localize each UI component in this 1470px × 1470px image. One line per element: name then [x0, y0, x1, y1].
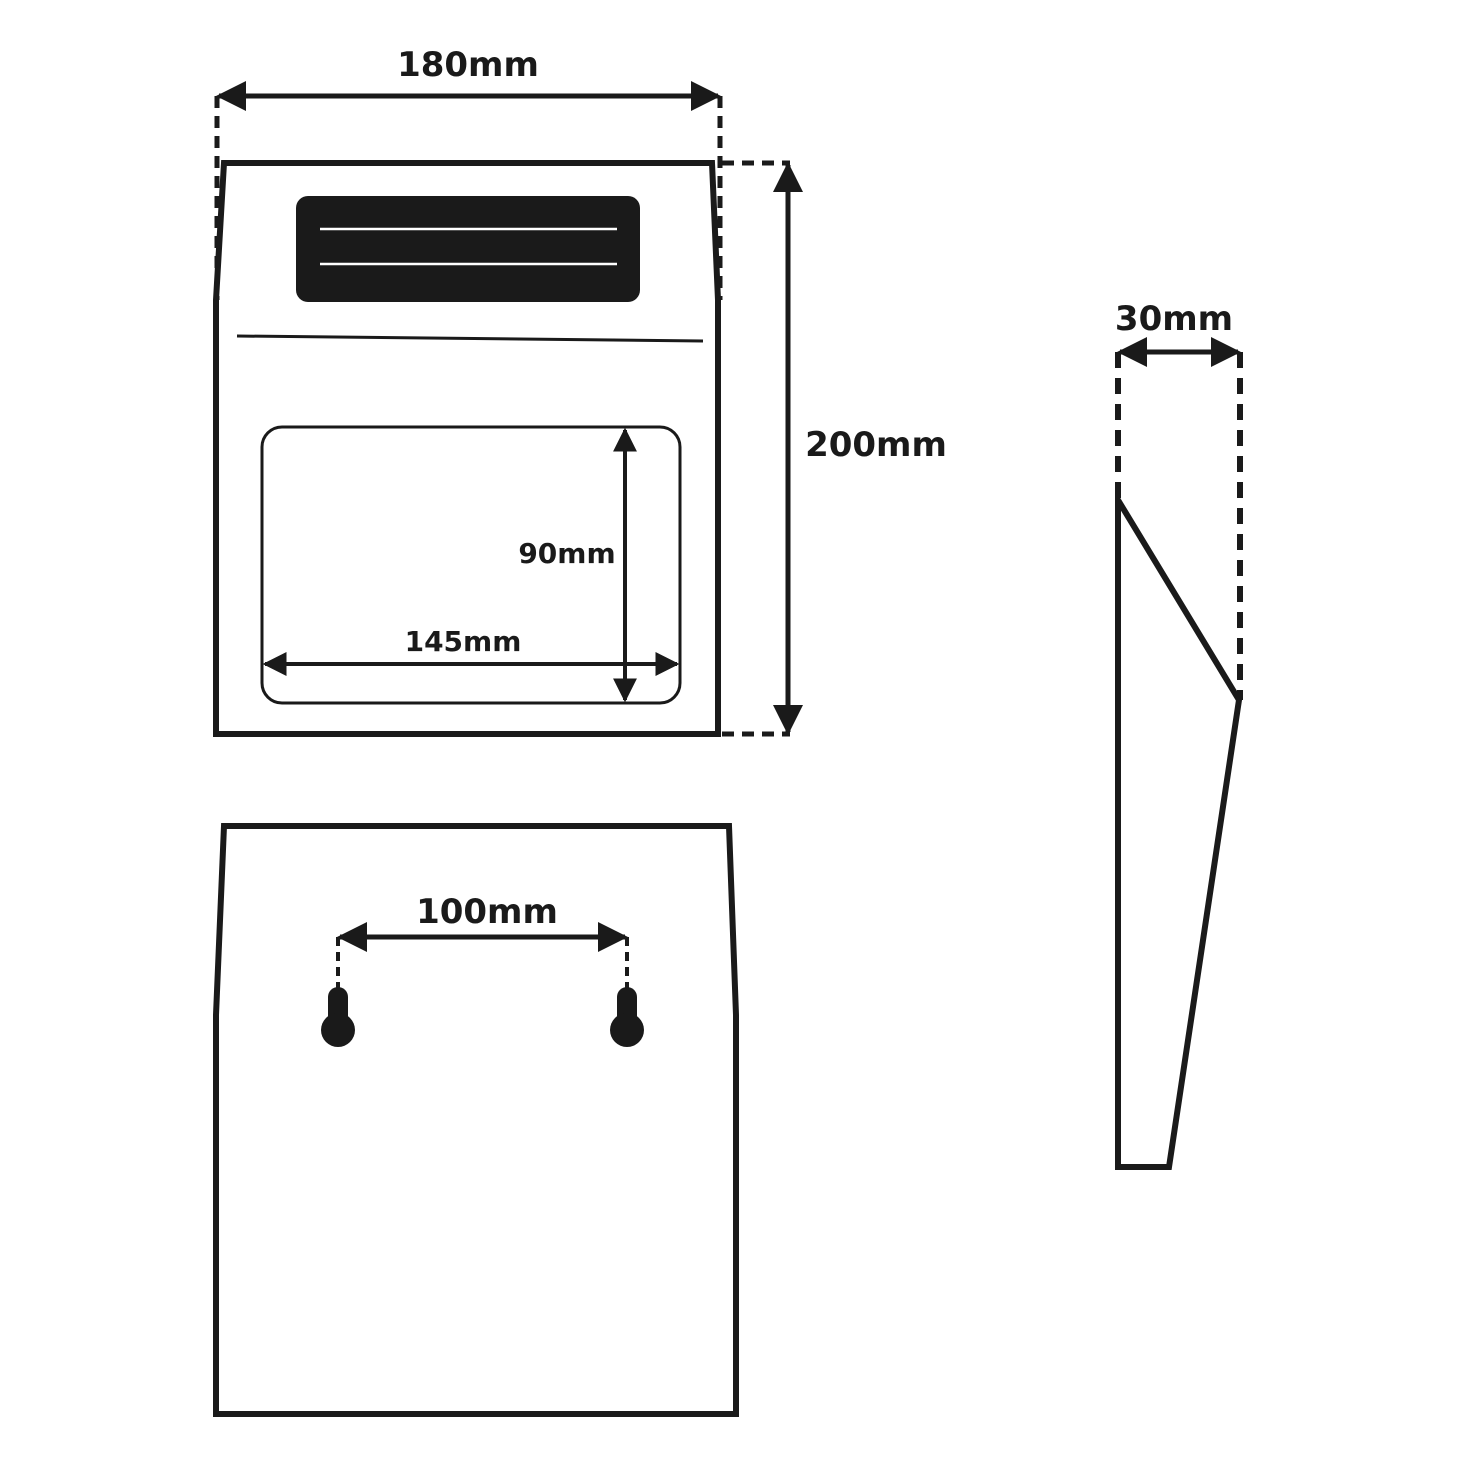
solar-panel [296, 196, 640, 302]
back-view: 100mm [213, 823, 739, 1417]
window-width-label: 145mm [405, 625, 522, 658]
front-view: 180mm 200mm 90mm 145mm [213, 45, 947, 737]
address-window [260, 425, 682, 705]
window-height-label: 90mm [518, 537, 615, 570]
keyhole-right [610, 987, 644, 1047]
back-body-outline [213, 823, 739, 1417]
keyhole-left [321, 987, 355, 1047]
mount-spacing-label: 100mm [416, 892, 558, 932]
side-depth-label: 30mm [1115, 299, 1233, 339]
front-height-label: 200mm [805, 425, 947, 465]
front-width-label: 180mm [397, 45, 539, 85]
side-body-outline [1115, 489, 1243, 1170]
side-view: 30mm [1115, 299, 1243, 1170]
divider-line [236, 334, 704, 343]
